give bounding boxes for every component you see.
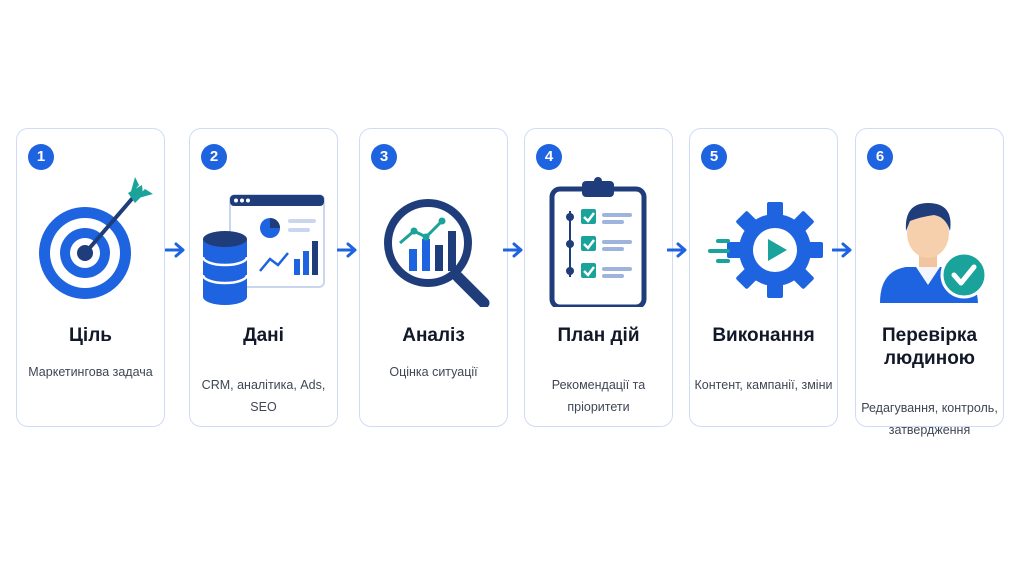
step-title: Ціль [69, 325, 112, 346]
gear-play-icon [708, 202, 823, 298]
arrow-right-icon [503, 242, 523, 258]
step-title: Аналіз [402, 325, 465, 346]
clipboard-checklist-icon [549, 177, 647, 307]
step-subtitle: Контент, кампанії, зміни [694, 378, 833, 392]
step-title: Виконання [712, 325, 815, 346]
step-number-badge: 1 [28, 144, 54, 170]
arrow-right-icon [337, 242, 357, 258]
arrow-right-icon [667, 242, 687, 258]
step-card-6: 6 Перевірка людиною Редагування, контрол… [855, 128, 1004, 437]
arrow-right-icon [165, 242, 185, 258]
step-subtitle: Оцінка ситуації [389, 365, 478, 379]
magnifier-chart-icon [384, 199, 490, 307]
step-number-badge: 5 [701, 144, 727, 170]
step-number-badge: 3 [371, 144, 397, 170]
step-card-3: 3 Аналіз Оцінка ситуації [359, 128, 508, 427]
step-title: Перевірка людиною [881, 325, 978, 369]
arrow-right-icon [832, 242, 852, 258]
step-card-1: 1 Ціль Маркетингова задача [16, 128, 165, 427]
step-subtitle: CRM, аналітика, Ads, SEO [201, 378, 326, 414]
step-subtitle: Маркетингова задача [28, 365, 153, 379]
step-title: План дій [557, 325, 640, 346]
step-card-4: 4 План дій Рекомендації та пріоритети [524, 128, 673, 427]
step-subtitle: Рекомендації та пріоритети [551, 378, 646, 414]
step-number-badge: 4 [536, 144, 562, 170]
database-icon [201, 194, 325, 305]
step-subtitle: Редагування, контроль, затвердження [861, 401, 998, 437]
step-number-badge: 2 [201, 144, 227, 170]
step-title: Дані [243, 325, 284, 346]
step-card-2: 2 Дані CRM, аналітика, Ads, SEO [189, 128, 338, 427]
step-card-5: 5 Виконання Контент, кампанії, зміни [689, 128, 838, 427]
target-icon [39, 177, 153, 299]
person-check-icon [880, 203, 988, 303]
step-number-badge: 6 [867, 144, 893, 170]
